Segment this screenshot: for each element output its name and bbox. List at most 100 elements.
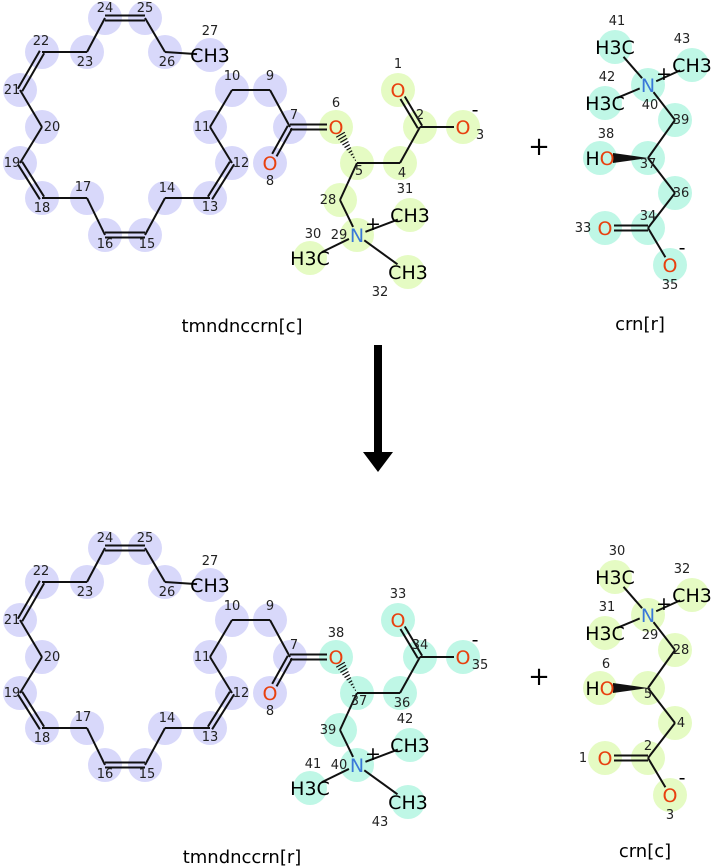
hashed-wedge-bond xyxy=(354,689,357,691)
atom-symbol-ho: HO xyxy=(585,678,614,700)
single-bond xyxy=(647,192,676,229)
atom-number: 2 xyxy=(416,108,424,123)
atom-number: 29 xyxy=(331,228,348,243)
hashed-wedge-bond xyxy=(337,664,347,671)
single-bond xyxy=(365,748,399,763)
atom-symbol-ch3: CH3 xyxy=(672,585,712,607)
atom-number: 34 xyxy=(412,638,429,653)
single-bond xyxy=(86,197,106,236)
single-bond xyxy=(19,126,43,164)
atom-number: 3 xyxy=(476,128,484,143)
single-bond xyxy=(647,157,676,194)
atom-number: 42 xyxy=(397,712,414,727)
atom-number: 3 xyxy=(666,808,674,823)
atom-highlight xyxy=(588,616,622,650)
single-bond xyxy=(616,617,641,629)
double-bond-line xyxy=(211,163,235,200)
single-bond xyxy=(339,199,354,228)
single-bond xyxy=(365,218,399,233)
single-bond xyxy=(652,621,676,651)
double-bond-line xyxy=(271,125,289,155)
hashed-wedge-bond xyxy=(350,153,354,156)
atom-number: 10 xyxy=(224,69,241,84)
atom-highlight xyxy=(583,141,617,175)
atom-number: 35 xyxy=(472,658,489,673)
atom-highlight xyxy=(598,560,632,594)
single-bond xyxy=(339,162,358,201)
single-bond xyxy=(86,547,106,583)
single-bond xyxy=(144,547,166,583)
atom-number: 38 xyxy=(598,127,615,142)
single-bond xyxy=(339,692,358,731)
single-bond xyxy=(86,17,106,53)
atom-number: 16 xyxy=(97,767,114,782)
double-bond-line xyxy=(403,95,424,127)
positive-charge: + xyxy=(365,743,381,765)
hashed-wedge-bond xyxy=(352,686,355,689)
single-bond xyxy=(19,656,43,694)
negative-charge: - xyxy=(679,237,686,259)
atom-number: 4 xyxy=(677,716,685,731)
atom-number: 34 xyxy=(640,209,657,224)
atom-number: 35 xyxy=(662,278,679,293)
atom-number: 43 xyxy=(372,815,389,830)
atom-number: 12 xyxy=(233,686,250,701)
single-bond xyxy=(399,126,421,164)
atom-number: 1 xyxy=(394,57,402,72)
hashed-wedge-bond xyxy=(352,156,355,159)
double-bond-line xyxy=(399,98,419,129)
atom-symbol-o: O xyxy=(391,610,406,632)
atom-symbol-o: O xyxy=(598,218,613,240)
atom-highlight xyxy=(340,218,374,252)
atom-number: 14 xyxy=(159,711,176,726)
atom-highlight xyxy=(319,640,353,674)
atom-highlight xyxy=(653,778,687,812)
atom-number: 10 xyxy=(224,599,241,614)
atom-number: 37 xyxy=(640,157,657,172)
atom-symbol-o: O xyxy=(598,748,613,770)
single-bond xyxy=(647,722,676,759)
atom-number: 17 xyxy=(75,710,92,725)
hashed-wedge-bond xyxy=(335,661,346,668)
atom-number: 17 xyxy=(75,180,92,195)
single-bond xyxy=(321,238,350,254)
double-bond-line xyxy=(21,161,45,198)
hashed-wedge-bond xyxy=(337,134,347,141)
atom-highlight xyxy=(588,211,622,245)
atom-highlight xyxy=(588,741,622,775)
negative-charge: - xyxy=(472,629,479,651)
atom-symbol-n: N xyxy=(350,755,364,777)
single-bond xyxy=(647,757,667,788)
atom-symbol-ch3: CH3 xyxy=(672,55,712,77)
hydrogen-label: H xyxy=(585,678,599,700)
single-bond xyxy=(655,599,681,613)
positive-charge: + xyxy=(656,593,672,615)
hashed-wedge-bond xyxy=(346,677,352,681)
atom-symbol-o: O xyxy=(263,153,278,175)
single-bond xyxy=(86,727,106,766)
atom-symbol-ch3: CH3 xyxy=(190,575,230,597)
reaction-arrow-head xyxy=(363,452,393,472)
atom-number: 29 xyxy=(642,628,659,643)
single-bond xyxy=(144,727,166,766)
atom-highlight xyxy=(446,640,480,674)
double-bond-line xyxy=(21,582,46,622)
single-bond xyxy=(209,619,233,658)
atom-number: 6 xyxy=(332,96,340,111)
single-bond xyxy=(269,619,291,658)
plus-sign: + xyxy=(528,662,550,692)
double-bond-line xyxy=(17,163,41,200)
single-bond xyxy=(655,69,681,83)
double-bond-line xyxy=(21,52,46,92)
atom-symbol-o: O xyxy=(391,80,406,102)
double-bond-line xyxy=(16,580,41,620)
atom-number: 43 xyxy=(674,32,691,47)
atom-number: 22 xyxy=(33,564,50,579)
atom-number: 26 xyxy=(159,55,176,70)
atom-number: 18 xyxy=(34,731,51,746)
reactant-name: crn[r] xyxy=(615,314,665,335)
atom-symbol-h3c: H3C xyxy=(290,778,330,800)
